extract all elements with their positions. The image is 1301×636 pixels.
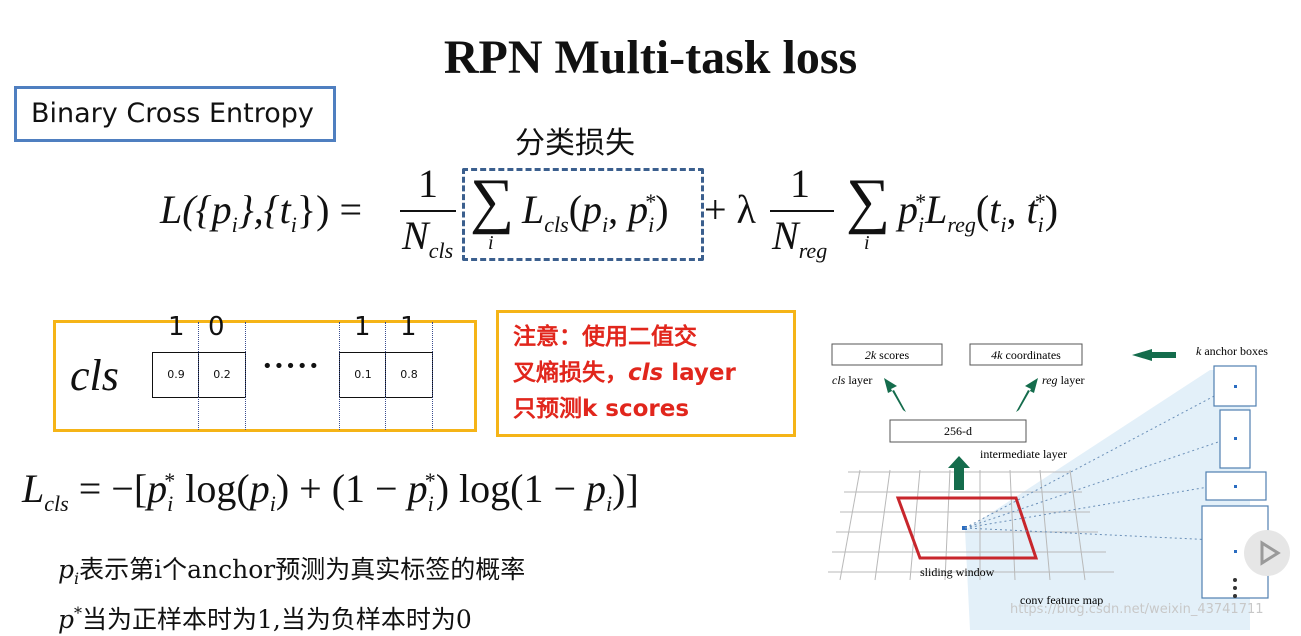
sliding-window-box [895,496,1039,560]
cls-layer-label: cls layer [832,373,872,387]
dotted-divider [198,322,199,430]
note-line-2: 叉熵损失，cls layer [513,360,736,386]
plus-lambda: + λ [704,187,756,232]
label-top-3: 1 [354,312,371,342]
ellipsis: ••••• [262,356,321,377]
label-top-1: 1 [168,312,185,342]
play-button[interactable] [1244,530,1290,576]
cls-loss-dashed-box [462,168,704,261]
sum-symbol: ∑ [470,167,515,235]
sum-index: i [488,232,494,254]
bce-label-box: Binary Cross Entropy [14,86,336,142]
sum-index-2: i [864,232,870,254]
intermediate-label: intermediate layer [980,447,1067,461]
dotted-divider [339,322,340,430]
dotted-divider [245,322,246,430]
rpn-diagram: 2k scores 4k coordinates cls layer reg l… [828,343,1269,630]
explanation-line-2: p*当为正样本时为1,当为负样本时为0 [58,603,472,634]
cls-label: cls [70,351,119,400]
coords-label: 4k coordinates [991,348,1061,362]
frac1-denominator: Ncls [402,213,454,263]
score-cell: 0.8 [385,352,433,398]
score-cell: 0.9 [152,352,200,398]
note-box: 注意：使用二值交 叉熵损失，cls layer 只预测k scores [496,310,796,437]
lreg-term: pi*Lreg(ti, ti*) [898,187,1059,237]
dotted-divider [432,322,433,430]
score-cell: 0.2 [198,352,246,398]
dotted-divider [385,322,386,430]
play-icon [1260,540,1281,566]
anchor-boxes-label: k anchor boxes [1196,344,1268,358]
cls-loss-caption: 分类损失 [515,126,635,161]
explanation-line-1: pi表示第i个anchor预测为真实标签的概率 [58,555,526,588]
lcls-formula: Lcls = −[pi* log(pi) + (1 − pi*) log(1 −… [22,466,639,516]
scores-label: 2k scores [865,348,910,362]
frac2-denominator: Nreg [772,213,828,263]
lcls-term: Lcls(pi, pi*) [522,187,669,237]
frac2-numerator: 1 [790,161,810,206]
d256-label: 256-d [944,424,972,438]
frac2-bar [770,210,834,212]
slide-title: RPN Multi-task loss [443,31,858,84]
frac1-bar [400,210,456,212]
watermark: https://blog.csdn.net/weixin_43741711 [1010,602,1264,617]
score-cell: 0.1 [339,352,387,398]
sum-symbol-2: ∑ [846,167,891,235]
note-line-3: 只预测k scores [513,396,690,422]
conv-map-label: conv feature map [1020,593,1103,607]
sliding-window-label: sliding window [920,565,995,579]
label-top-4: 1 [400,312,417,342]
label-top-2: 0 [208,312,225,342]
formula-lhs: L({pi},{ti}) = [160,187,362,237]
reg-layer-label: reg layer [1042,373,1085,387]
cls-diagram-box [53,320,477,432]
frac1-numerator: 1 [418,161,438,206]
note-line-1: 注意：使用二值交 [513,324,697,350]
